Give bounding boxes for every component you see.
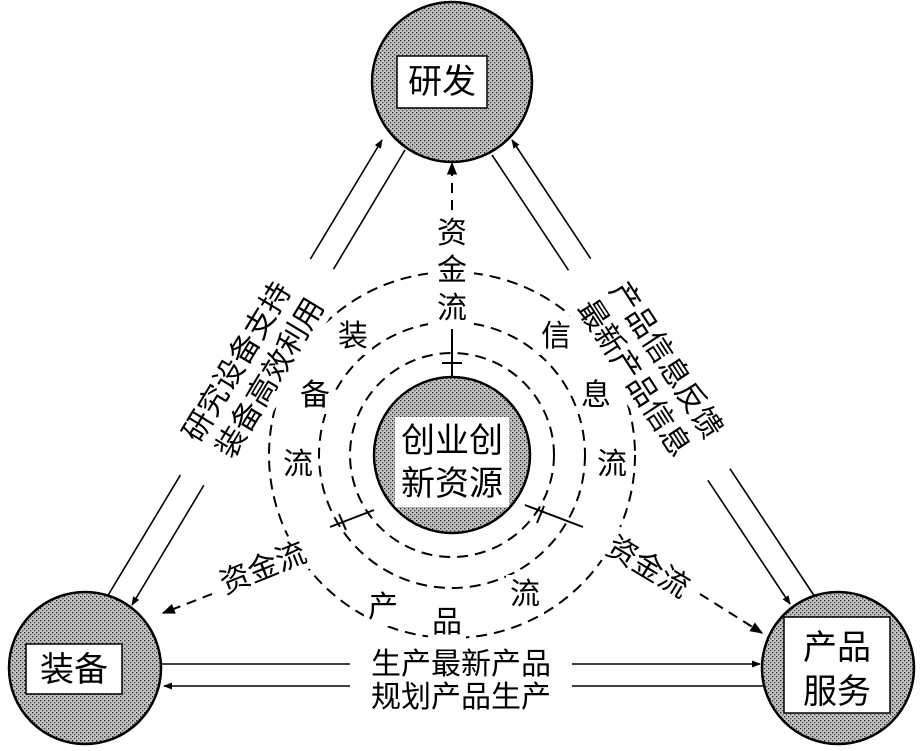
capital-flow-arrows [161,161,764,634]
edge-label-bottom-upper: 生产最新产品 [371,647,551,682]
edge-label-bottom-lower: 规划产品生产 [371,680,551,715]
middle-ring [318,321,586,589]
product-flow-char-1: 产 [368,590,398,625]
node-center-resources: 创业创 新资源 [372,375,532,535]
product-flow-char-2: 品 [432,605,462,640]
outer-ring [268,271,636,639]
tick-left [329,509,375,528]
capital-arrow-left [161,593,213,614]
flow-rings [268,271,636,639]
ring-ticks [329,318,584,531]
node-center-line2: 新资源 [401,464,503,504]
node-product-service-line1: 产品 [803,628,871,668]
information-flow-char-2: 息 [581,378,611,413]
node-product-service: 产品 服务 [760,590,916,746]
inner-ring [349,352,555,558]
tick-left-bar [338,513,347,531]
tick-right-bar [536,505,545,524]
capital-flow-top-char-1: 资 [437,216,467,251]
capital-arrow-right [699,593,764,634]
tick-right [524,504,584,528]
node-equipment-label: 装备 [40,650,108,690]
node-product-service-line2: 服务 [803,672,871,712]
information-flow-char-1: 信 [541,319,571,354]
equipment-flow-char-1: 装 [338,319,368,354]
capital-flow-top-char-2: 金 [437,253,467,288]
equipment-flow-char-3: 流 [283,447,313,482]
node-center-line1: 创业创 [401,421,503,461]
information-flow-char-3: 流 [597,447,627,482]
node-equipment: 装备 [7,590,163,746]
capital-flow-top-char-3: 流 [437,291,467,326]
equipment-flow-char-2: 备 [300,378,330,413]
product-flow-char-3: 流 [510,577,540,612]
capital-flow-right-label: 资金流 [600,529,695,605]
node-research: 研发 [370,0,534,164]
capital-flow-left-label: 资金流 [215,535,312,601]
node-research-label: 研发 [408,62,476,102]
